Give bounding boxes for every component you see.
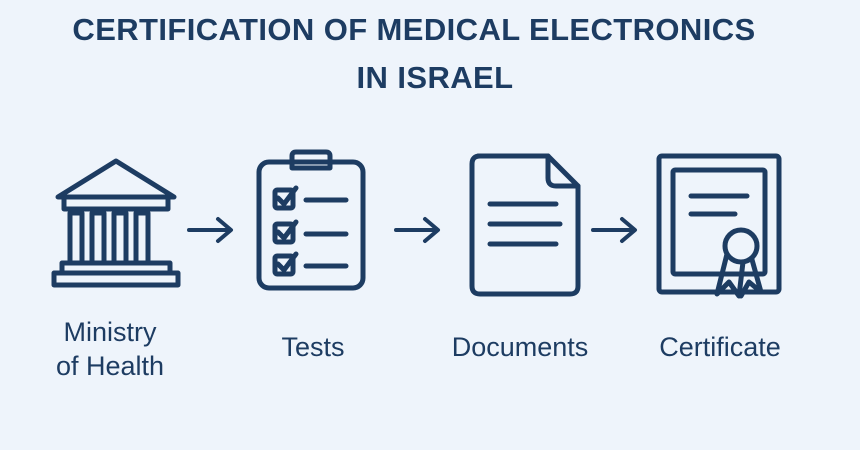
- diagram-title: CERTIFICATION OF MEDICAL ELECTRONICS IN …: [0, 6, 860, 102]
- government-building-icon: [50, 155, 182, 290]
- step-label-documents: Documents: [451, 332, 589, 362]
- certificate-icon: [655, 152, 783, 302]
- step-label-tests: Tests: [281, 332, 345, 362]
- flow-arrow-1: [186, 216, 236, 244]
- step-label-certificate: Certificate: [659, 332, 781, 362]
- flow-arrow-2: [393, 216, 443, 244]
- title-line-2: IN ISRAEL: [356, 60, 514, 95]
- flow-arrow-3: [590, 216, 640, 244]
- step-label-ministry-of-health: Ministry of Health: [55, 317, 165, 381]
- checklist-clipboard-icon: [254, 148, 368, 292]
- document-icon: [468, 152, 582, 298]
- title-line-1: CERTIFICATION OF MEDICAL ELECTRONICS: [72, 12, 756, 47]
